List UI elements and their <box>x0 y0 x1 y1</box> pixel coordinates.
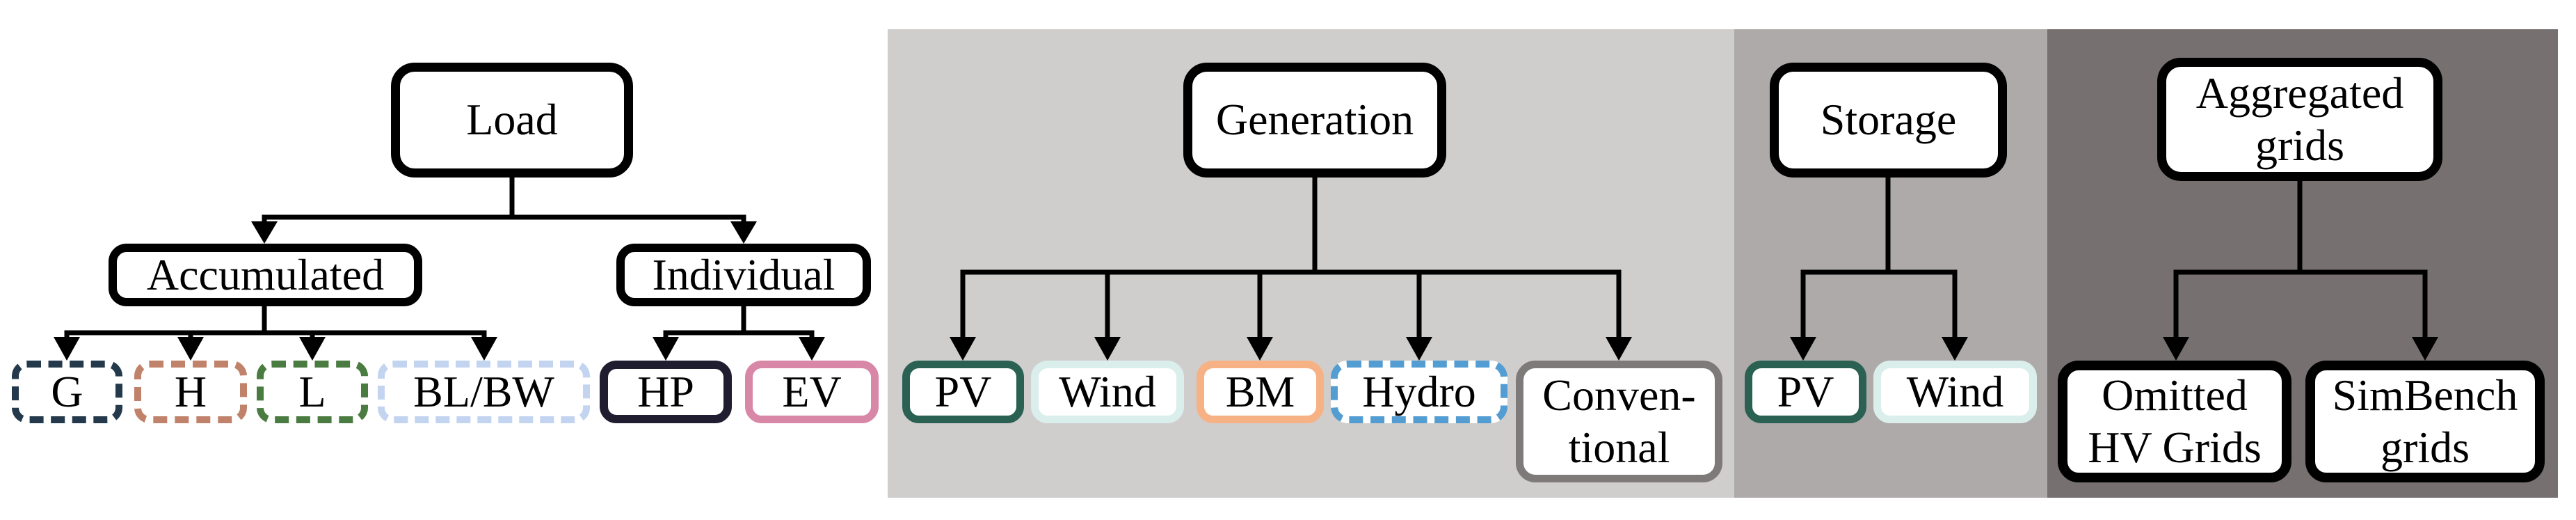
node-simbench-grids: SimBench grids <box>2305 361 2545 482</box>
node-load-label: Load <box>466 95 558 145</box>
arrowhead-icon <box>1094 337 1121 361</box>
node-h: H <box>134 361 247 423</box>
node-simbench-grids-label: SimBench grids <box>2332 370 2518 472</box>
node-conventional-label: Conven- tional <box>1542 370 1696 472</box>
arrowhead-icon <box>2412 337 2438 361</box>
arrowhead-icon <box>730 221 757 244</box>
arrowhead-icon <box>1790 337 1816 361</box>
node-pv-generation: PV <box>902 361 1024 423</box>
arrowhead-icon <box>251 221 278 244</box>
node-generation-label: Generation <box>1215 95 1414 145</box>
connectors-generation <box>950 174 1632 361</box>
arrowhead-icon <box>177 337 204 361</box>
node-aggregated-grids: Aggregated grids <box>2157 58 2442 181</box>
node-storage: Storage <box>1770 63 2007 178</box>
connectors-storage <box>1790 174 1968 361</box>
node-accumulated-label: Accumulated <box>146 249 385 299</box>
node-ev-label: EV <box>782 366 842 416</box>
node-hp: HP <box>600 361 732 423</box>
node-wind-storage-label: Wind <box>1906 366 2004 416</box>
node-aggregated-grids-label: Aggregated grids <box>2195 68 2404 170</box>
node-l: L <box>257 361 368 423</box>
node-l-label: L <box>298 366 326 416</box>
arrowhead-icon <box>1606 337 1632 361</box>
node-bm: BM <box>1197 361 1324 423</box>
arrowhead-icon <box>54 337 80 361</box>
node-omitted-hv-grids-label: Omitted HV Grids <box>2088 370 2262 472</box>
arrowhead-icon <box>1247 337 1273 361</box>
arrowhead-icon <box>653 337 679 361</box>
node-omitted-hv-grids: Omitted HV Grids <box>2058 361 2291 482</box>
node-pv-storage: PV <box>1745 361 1866 423</box>
node-g: G <box>12 361 122 423</box>
arrowhead-icon <box>471 337 497 361</box>
connectors-individual <box>653 304 825 361</box>
node-bl-bw-label: BL/BW <box>413 366 554 416</box>
node-hydro: Hydro <box>1331 361 1507 423</box>
node-hp-label: HP <box>637 366 694 416</box>
node-ev: EV <box>745 361 879 423</box>
arrowhead-icon <box>950 337 976 361</box>
node-h-label: H <box>174 366 207 416</box>
node-conventional: Conven- tional <box>1516 361 1722 482</box>
connectors-aggregated-grids <box>2163 178 2438 361</box>
connectors-accumulated <box>54 304 497 361</box>
node-bm-label: BM <box>1225 366 1295 416</box>
arrowhead-icon <box>2163 337 2189 361</box>
arrowhead-icon <box>299 337 326 361</box>
node-wind-generation: Wind <box>1031 361 1184 423</box>
node-bl-bw: BL/BW <box>378 361 590 423</box>
arrowhead-icon <box>1942 337 1968 361</box>
node-pv-storage-label: PV <box>1777 366 1834 416</box>
node-individual-label: Individual <box>652 249 835 299</box>
node-wind-generation-label: Wind <box>1059 366 1156 416</box>
node-load: Load <box>391 63 633 178</box>
node-accumulated: Accumulated <box>109 244 422 306</box>
node-storage-label: Storage <box>1820 95 1957 145</box>
connectors-load <box>251 174 757 244</box>
node-generation: Generation <box>1183 63 1446 178</box>
node-pv-generation-label: PV <box>934 366 992 416</box>
arrowhead-icon <box>1406 337 1432 361</box>
arrowhead-icon <box>799 337 825 361</box>
node-hydro-label: Hydro <box>1362 366 1476 416</box>
node-individual: Individual <box>616 244 871 306</box>
node-g-label: G <box>51 366 83 416</box>
node-wind-storage: Wind <box>1873 361 2037 423</box>
